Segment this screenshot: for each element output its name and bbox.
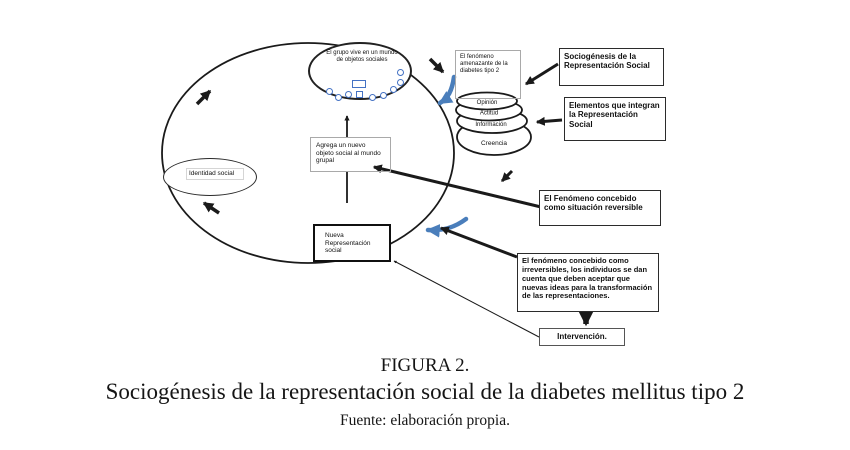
new-representation-box: Nueva Representación social	[313, 224, 391, 262]
blue-left-arrow-icon	[425, 216, 469, 238]
arrow-cycle-up-right-icon	[195, 89, 212, 106]
social-object-square-icon	[356, 91, 363, 98]
arrow-cycle-down-left-icon	[500, 169, 514, 183]
figure-label: FIGURA 2.	[380, 355, 470, 376]
social-object-circle-icon	[397, 69, 404, 76]
arrow-sociogenesis-to-threat	[524, 62, 559, 86]
cylinder-layer-opinion: Opinión	[477, 100, 498, 106]
identity-label: Identidad social	[186, 168, 244, 180]
cycle-ellipse	[161, 42, 455, 264]
social-object-circle-icon	[369, 94, 376, 101]
social-object-circle-icon	[345, 91, 352, 98]
figure-source: Fuente: elaboración propia.	[339, 412, 510, 429]
social-object-circle-icon	[390, 86, 397, 93]
cylinder-layer-creencia: Creencia	[481, 140, 507, 147]
figure-title: Sociogénesis de la representación social…	[105, 379, 745, 404]
elements-box: Elementos que integran la Representación…	[564, 97, 666, 141]
arrow-cycle-down-right-icon	[428, 57, 445, 74]
identity-ellipse: Identidad social	[163, 158, 257, 196]
reversible-box: El Fenómeno concebido como situación rev…	[539, 190, 661, 226]
arrow-irreversible-to-cycle	[439, 226, 518, 259]
intervention-box: Intervención.	[539, 328, 625, 346]
arrow-cycle-up-left-icon	[202, 201, 220, 215]
group-world-ellipse: El grupo vive en un mundo de objetos soc…	[308, 42, 412, 101]
group-world-label: El grupo vive en un mundo de objetos soc…	[326, 50, 398, 64]
representation-cylinder: Opinión Actitud Información Creencia	[455, 91, 532, 156]
social-object-circle-icon	[380, 92, 387, 99]
irreversible-box: El fenómeno concebido como irreversibles…	[517, 253, 659, 312]
arrow-elements-to-cylinder	[535, 116, 563, 126]
social-object-circle-icon	[326, 88, 333, 95]
social-object-rect-icon	[352, 80, 366, 88]
social-object-circle-icon	[397, 79, 404, 86]
blue-check-arrow-icon	[437, 74, 457, 106]
threat-note-box: El fenómeno amenazante de la diabetes ti…	[455, 50, 521, 99]
cylinder-layer-actitud: Actitud	[480, 111, 498, 117]
add-object-box: Agrega un nuevo objeto social al mundo g…	[310, 137, 391, 172]
sociogenesis-box: Sociogénesis de la Representación Social	[559, 48, 664, 86]
cylinder-layer-informacion: Información	[475, 122, 506, 128]
arrow-intervention-to-new-representation	[393, 260, 540, 338]
arrow-reversible-to-add-object	[372, 164, 542, 209]
social-object-circle-icon	[335, 94, 342, 101]
